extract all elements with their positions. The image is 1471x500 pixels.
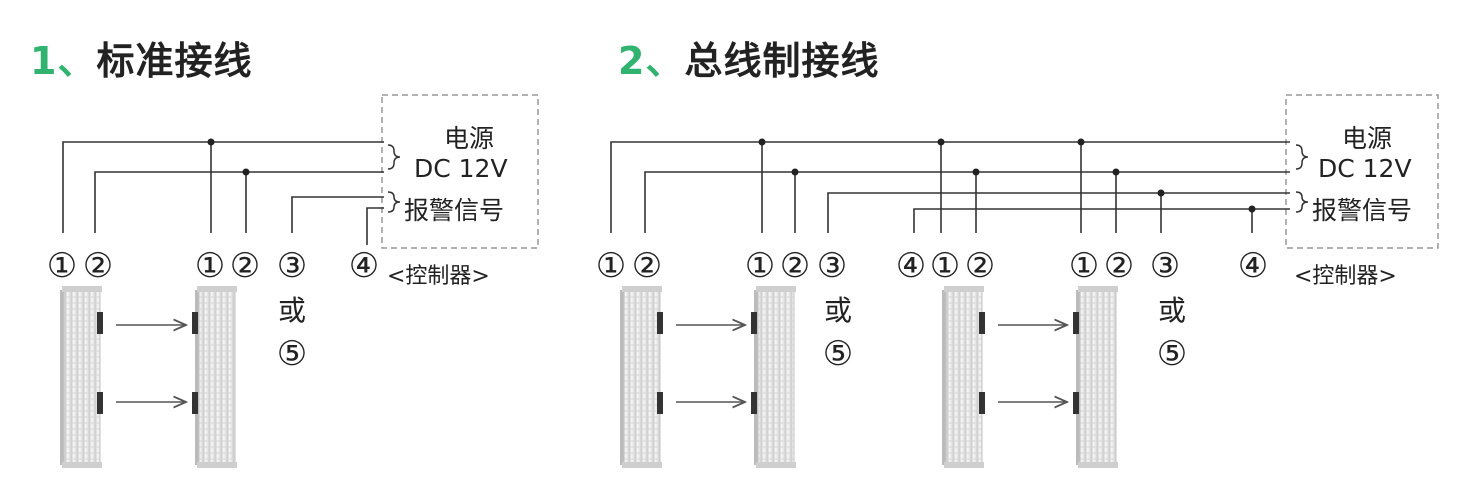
terminal-5: ⑤ [1157, 334, 1187, 374]
beam-emitter [657, 312, 663, 334]
or-label: 或 [824, 294, 852, 327]
terminal-5: ⑤ [277, 334, 307, 374]
transmitter-column [60, 286, 103, 468]
terminal-5: ⑤ [823, 334, 853, 374]
junction-dot [972, 168, 980, 176]
junction-dot [1077, 138, 1085, 146]
power-brace [1295, 144, 1309, 170]
bus-wiring-diagram: 电源 DC 12V 报警信号 <控制器> [596, 94, 1439, 468]
section-number: 2、 [618, 39, 685, 83]
terminal-4: ④ [349, 246, 379, 286]
junction-dot [758, 138, 766, 146]
alarm-signal-label: 报警信号 [1312, 196, 1412, 225]
terminal-4: ④ [1238, 246, 1268, 286]
section-title-text: 标准接线 [96, 39, 253, 83]
receiver-column [192, 286, 237, 468]
beam-receiver [192, 392, 198, 414]
controller-label: <控制器> [1294, 264, 1397, 289]
terminal-2: ② [965, 246, 995, 286]
terminal-3: ③ [1150, 246, 1180, 286]
alarm-brace [387, 191, 401, 213]
beam-receiver [1073, 312, 1079, 334]
terminal-1: ① [596, 246, 626, 286]
beam-emitter [979, 312, 985, 334]
wire-1 [610, 141, 1290, 233]
terminal-4: ④ [896, 246, 926, 286]
beam-receiver [751, 312, 757, 334]
wire-3 [827, 192, 1290, 233]
terminal-1: ① [195, 246, 225, 286]
controller-label: <控制器> [387, 264, 490, 289]
alarm-brace [1295, 191, 1309, 213]
junction-dot [937, 138, 945, 146]
section-title-text: 总线制接线 [684, 39, 880, 83]
wire-2 [94, 171, 384, 233]
or-label: 或 [1158, 294, 1186, 327]
terminal-1: ① [930, 246, 960, 286]
beam-receiver [1073, 392, 1079, 414]
beam-emitter [97, 392, 103, 414]
section-title-bus-wiring: 2、总线制接线 [618, 30, 879, 85]
power-label: 电源 [444, 124, 494, 153]
terminal-2: ② [632, 246, 662, 286]
wire-2 [644, 171, 1290, 233]
terminal-1: ① [1069, 246, 1099, 286]
beam-emitter [657, 392, 663, 414]
beam-emitter [979, 392, 985, 414]
transmitter-column [620, 286, 663, 468]
power-voltage-label: DC 12V [1318, 154, 1412, 183]
standard-wiring-diagram: 电源 DC 12V 报警信号 <控制器> ① ② ① ② ③ ④ ⑤ 或 [47, 94, 539, 468]
section-number: 1、 [30, 39, 97, 83]
receiver-column [751, 286, 796, 468]
receiver-column [1073, 286, 1118, 468]
power-brace [387, 144, 401, 170]
junction-dot [1248, 205, 1256, 213]
or-label: 或 [278, 294, 306, 327]
beam-receiver [751, 392, 757, 414]
alarm-signal-label: 报警信号 [404, 196, 504, 225]
wire-4 [366, 207, 384, 245]
beam-receiver [192, 312, 198, 334]
junction-dot [1157, 189, 1165, 197]
terminal-2: ② [230, 246, 260, 286]
power-label: 电源 [1342, 124, 1392, 153]
wire-4 [913, 208, 1290, 233]
terminal-3: ③ [817, 246, 847, 286]
junction-dot [242, 168, 250, 176]
junction-dot [791, 168, 799, 176]
terminal-1: ① [745, 246, 775, 286]
transmitter-column [942, 286, 985, 468]
section-title-standard-wiring: 1、标准接线 [30, 30, 252, 85]
junction-dot [1112, 168, 1120, 176]
junction-dot [207, 138, 215, 146]
wire-3 [291, 196, 384, 233]
terminal-2: ② [1104, 246, 1134, 286]
terminal-3: ③ [277, 246, 307, 286]
terminal-2: ② [780, 246, 810, 286]
power-voltage-label: DC 12V [414, 154, 508, 183]
wire-1 [62, 141, 384, 233]
terminal-2: ② [83, 246, 113, 286]
beam-emitter [97, 312, 103, 334]
terminal-1: ① [47, 246, 77, 286]
